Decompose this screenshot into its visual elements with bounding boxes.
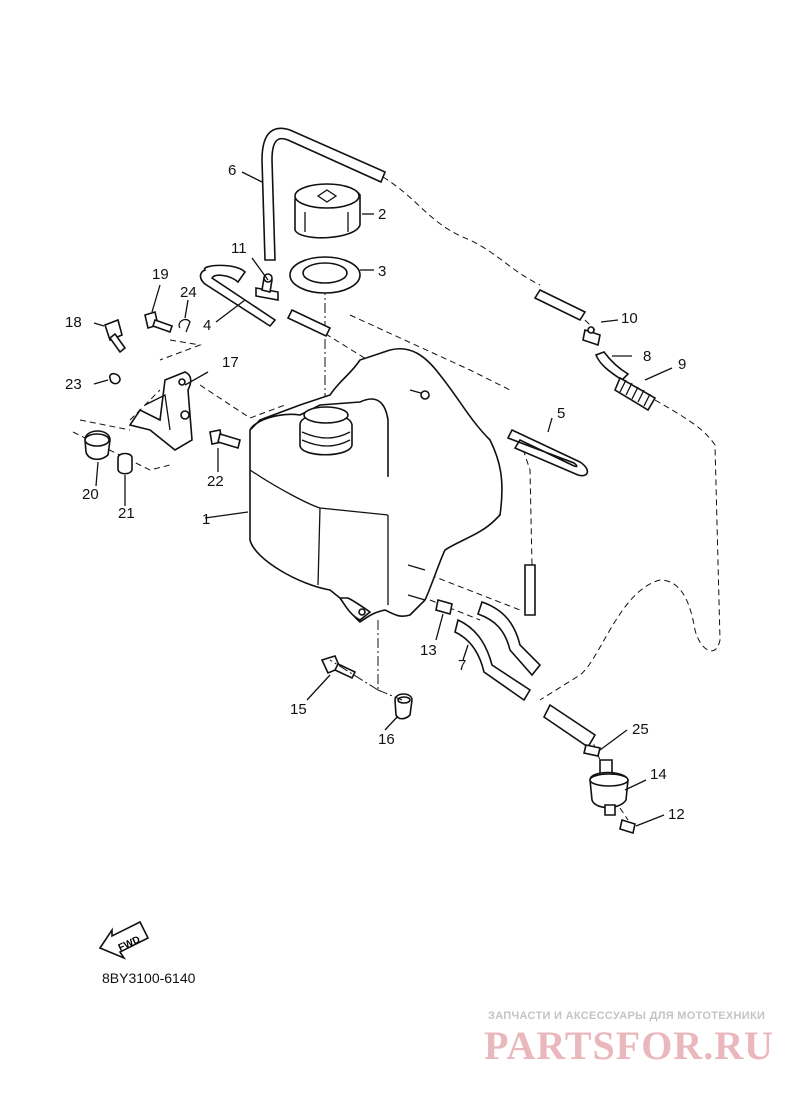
reservoir-cap: [294, 183, 361, 239]
label-part-3: 3: [378, 263, 386, 280]
label-part-8: 8: [643, 348, 651, 365]
filter-14: [589, 759, 629, 816]
collar-21: [117, 452, 133, 475]
nut-16: [394, 693, 413, 720]
coolant-reservoir-tank: [249, 348, 503, 623]
bolt-22: [209, 429, 241, 450]
hose-8: [594, 351, 630, 382]
clip-13: [435, 598, 453, 616]
label-part-7: 7: [458, 657, 466, 674]
label-part-22: 22: [207, 473, 224, 490]
label-part-9: 9: [678, 356, 686, 373]
label-part-24: 24: [180, 284, 197, 301]
label-part-25: 25: [632, 721, 649, 738]
label-part-15: 15: [290, 701, 307, 718]
label-part-23: 23: [65, 376, 82, 393]
leader-lines: [93, 171, 673, 827]
label-part-20: 20: [82, 486, 99, 503]
label-part-17: 17: [222, 354, 239, 371]
bracket-17: [128, 371, 193, 451]
bolt-19: [144, 310, 174, 334]
clamp-25: [583, 744, 601, 757]
label-part-18: 18: [65, 314, 82, 331]
hose-lower-right: [542, 703, 597, 749]
clamp-12: [619, 818, 636, 835]
label-part-16: 16: [378, 731, 395, 748]
label-part-11: 11: [231, 240, 247, 257]
fitting-10: [582, 326, 601, 347]
part-number-labels: 1 2 3 4 5 6 7 8 9 10 11 12 13 14 15 16 1…: [65, 162, 686, 823]
label-part-19: 19: [152, 266, 169, 283]
pipe-4: [199, 264, 277, 328]
label-part-6: 6: [228, 162, 236, 179]
watermark-brand-logo[interactable]: PARTSFOR.RU: [484, 1023, 774, 1068]
label-part-4: 4: [203, 317, 211, 334]
grommet-20: [84, 430, 111, 461]
label-part-21: 21: [118, 505, 135, 522]
bolt-18: [103, 318, 127, 354]
gasket-ring: [289, 256, 361, 294]
label-part-12: 12: [668, 806, 685, 823]
fwd-arrow-icon: FWD: [98, 920, 150, 960]
label-part-2: 2: [378, 206, 386, 223]
clip-24: [178, 318, 191, 333]
watermark-tagline: ЗАПЧАСТИ И АКСЕССУАРЫ ДЛЯ МОТОТЕХНИКИ: [488, 1010, 766, 1022]
bolt-15: [320, 655, 357, 680]
label-part-1: 1: [202, 511, 210, 528]
label-part-14: 14: [650, 766, 667, 783]
label-part-10: 10: [621, 310, 638, 327]
diagram-code: 8BY3100-6140: [102, 970, 196, 986]
hose-upper-right: [533, 288, 587, 322]
hose-6: [261, 127, 387, 261]
label-part-13: 13: [420, 642, 437, 659]
hose-7: [454, 600, 542, 702]
label-part-5: 5: [557, 405, 565, 422]
t-fitting-11: [255, 273, 279, 301]
washer-23: [109, 372, 121, 385]
pipe-5: [506, 428, 589, 616]
spring-guard-9: [613, 376, 657, 412]
hose-segment: [286, 308, 332, 338]
